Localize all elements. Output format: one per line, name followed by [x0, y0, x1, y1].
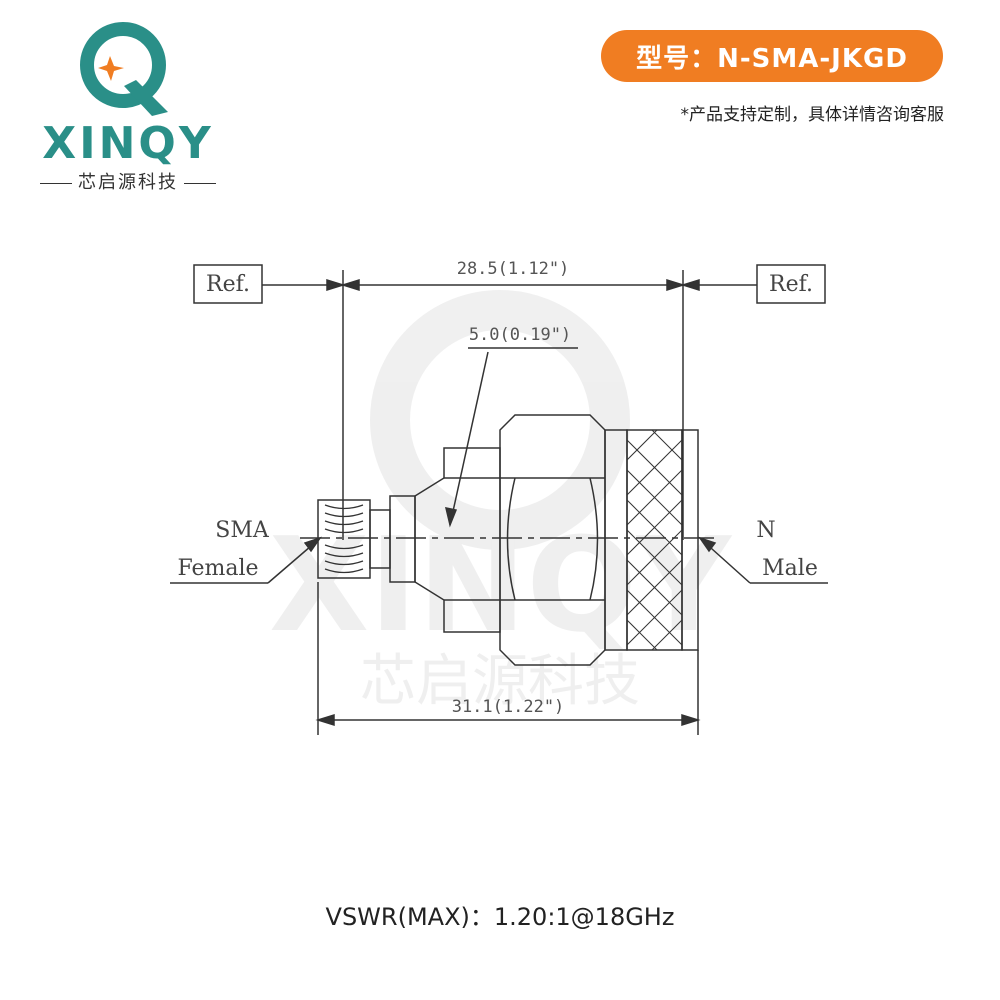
arrow-right-label [698, 536, 717, 553]
vswr-spec: VSWR(MAX)：1.20:1@18GHz [325, 903, 675, 931]
sma-label: SMA [215, 518, 270, 543]
ref-box-right [756, 264, 826, 304]
arrow-top-right [666, 278, 686, 292]
female-label: Female [177, 556, 258, 581]
n-label: N [756, 518, 775, 543]
subtitle-rule-left [40, 182, 72, 184]
arrow-bottom-right [681, 713, 701, 727]
hex-curve-left [506, 477, 516, 601]
model-badge: 型号：N-SMA-JKGD [601, 30, 943, 82]
n-end-cap [681, 429, 699, 651]
dim-inner-text: 5.0(0.19") [469, 325, 571, 345]
logo-q-icon [80, 22, 168, 116]
brand-subtitle: 芯启源科技 [78, 172, 178, 193]
arrow-left-label [303, 536, 322, 553]
arrow-top-right-outer [680, 278, 700, 292]
svg-text:XINQY: XINQY [269, 509, 733, 661]
arrow-top-left-inner [340, 278, 360, 292]
subtitle-rule-right [184, 182, 216, 184]
dim-bottom-text: 31.1(1.22") [452, 697, 565, 717]
ref-box-left [193, 264, 263, 304]
brand-subtitle-row: 芯启源科技 [28, 168, 228, 194]
svg-text:芯启源科技: 芯启源科技 [360, 649, 640, 714]
sma-threads [324, 504, 364, 574]
knurl-pattern [626, 429, 683, 651]
arrow-bottom-left [315, 713, 335, 727]
ref-left-text: Ref. [206, 272, 250, 297]
arrow-inner [445, 507, 458, 528]
watermark: XINQY 芯启源科技 [269, 290, 733, 714]
brand-logo: XINQY 芯启源科技 [18, 20, 228, 193]
brand-name: XINQY [42, 118, 214, 169]
hex-curve-right [589, 477, 599, 601]
dim-top-text: 28.5(1.12") [457, 259, 570, 279]
custom-note: *产品支持定制，具体详情咨询客服 [680, 105, 945, 125]
arrow-top-left [326, 278, 346, 292]
leader-inner [449, 351, 489, 526]
ref-right-text: Ref. [769, 272, 813, 297]
male-label: Male [762, 556, 818, 581]
